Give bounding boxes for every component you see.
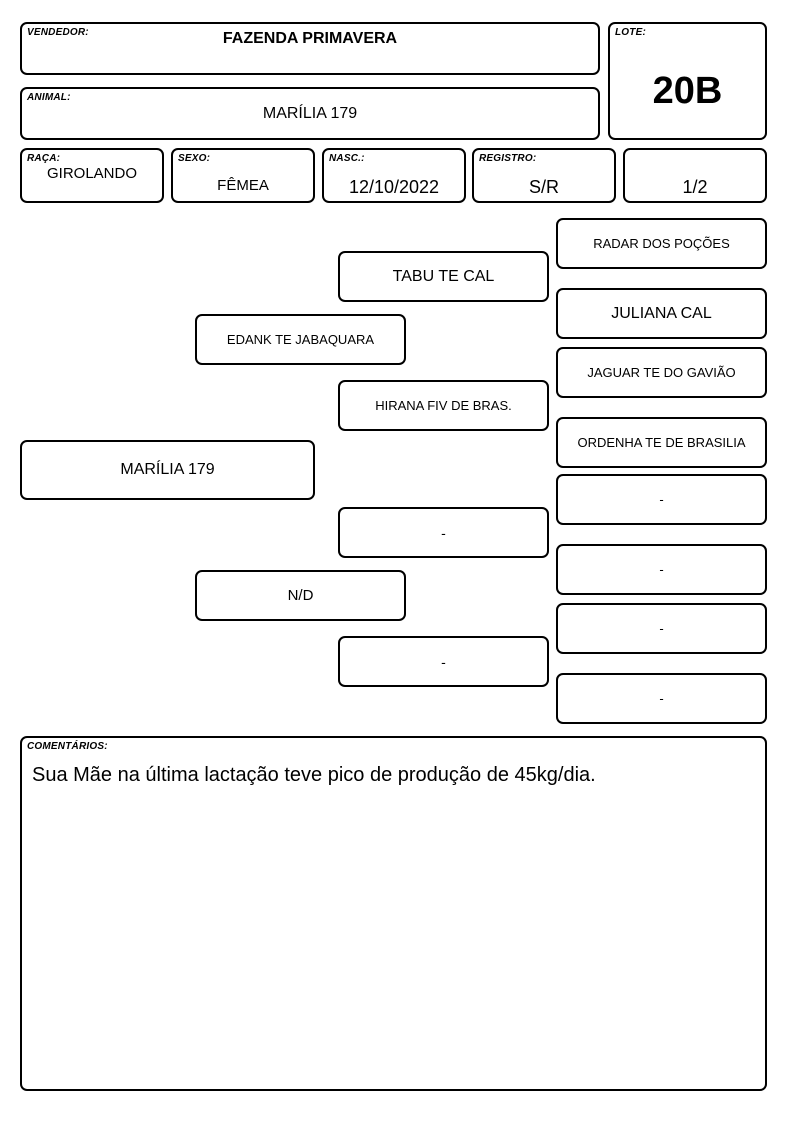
lote-label: LOTE: bbox=[615, 27, 646, 38]
pedigree-bisavo-name: ORDENHA TE DE BRASILIA bbox=[577, 435, 746, 450]
pedigree-bisavo-8: - bbox=[556, 673, 767, 724]
pedigree-avo-paterna-name: HIRANA FIV DE BRAS. bbox=[375, 398, 512, 413]
pedigree-bisavo-name: JAGUAR TE DO GAVIÃO bbox=[587, 365, 736, 380]
registro-box: REGISTRO: S/R bbox=[472, 148, 616, 203]
vendedor-label: VENDEDOR: bbox=[27, 27, 89, 38]
pedigree-avo-materna: - bbox=[338, 636, 549, 687]
raca-box: RAÇA: GIROLANDO bbox=[20, 148, 164, 203]
pedigree-bisavo-name: - bbox=[659, 562, 664, 577]
raca-label: RAÇA: bbox=[27, 153, 61, 164]
sexo-box: SEXO: FÊMEA bbox=[171, 148, 315, 203]
pedigree-mae-name: N/D bbox=[287, 587, 314, 604]
raca-value: GIROLANDO bbox=[46, 165, 137, 182]
pedigree-pai-name: EDANK TE JABAQUARA bbox=[226, 332, 375, 347]
pedigree-avo-paterno-name: TABU TE CAL bbox=[392, 267, 495, 285]
nasc-value: 12/10/2022 bbox=[348, 177, 440, 197]
pedigree-bisavo-7: - bbox=[556, 603, 767, 654]
pedigree-bisavo-6: - bbox=[556, 544, 767, 595]
animal-box: ANIMAL: MARÍLIA 179 bbox=[20, 87, 600, 140]
sexo-label: SEXO: bbox=[178, 153, 211, 164]
lote-box: LOTE: 20B bbox=[608, 22, 767, 140]
lote-value: 20B bbox=[652, 70, 723, 112]
pedigree-avo-materno-name: - bbox=[441, 524, 446, 541]
animal-value: MARÍLIA 179 bbox=[262, 105, 358, 122]
pagina-value: 1/2 bbox=[682, 177, 708, 197]
vendedor-value: FAZENDA PRIMAVERA bbox=[222, 30, 398, 47]
vendedor-box: VENDEDOR: FAZENDA PRIMAVERA bbox=[20, 22, 600, 75]
pedigree-mae: N/D bbox=[195, 570, 406, 621]
pedigree-bisavo-name: - bbox=[659, 691, 664, 706]
pedigree-bisavo-4: ORDENHA TE DE BRASILIA bbox=[556, 417, 767, 468]
animal-label: ANIMAL: bbox=[27, 92, 71, 103]
pedigree-animal-name: MARÍLIA 179 bbox=[120, 461, 215, 478]
registro-value: S/R bbox=[528, 177, 559, 197]
pedigree-animal: MARÍLIA 179 bbox=[20, 440, 315, 500]
pedigree-bisavo-name: - bbox=[659, 621, 664, 636]
pedigree-avo-materna-name: - bbox=[441, 653, 446, 670]
comentarios-label: COMENTÁRIOS: bbox=[27, 741, 108, 752]
comentarios-box: COMENTÁRIOS: Sua Mãe na última lactação … bbox=[20, 736, 767, 1091]
comentarios-text: Sua Mãe na última lactação teve pico de … bbox=[32, 764, 596, 786]
sexo-value: FÊMEA bbox=[217, 177, 269, 194]
pedigree-bisavo-name: - bbox=[659, 492, 664, 507]
pedigree-avo-materno: - bbox=[338, 507, 549, 558]
pedigree-bisavo-name: JULIANA CAL bbox=[611, 304, 712, 322]
pedigree-avo-paterno: TABU TE CAL bbox=[338, 251, 549, 302]
registro-label: REGISTRO: bbox=[479, 153, 537, 164]
pedigree-bisavo-2: JULIANA CAL bbox=[556, 288, 767, 339]
pedigree-bisavo-3: JAGUAR TE DO GAVIÃO bbox=[556, 347, 767, 398]
pedigree-bisavo-5: - bbox=[556, 474, 767, 525]
pagina-box: 1/2 bbox=[623, 148, 767, 203]
nasc-box: NASC.: 12/10/2022 bbox=[322, 148, 466, 203]
pedigree-pai: EDANK TE JABAQUARA bbox=[195, 314, 406, 365]
pedigree-bisavo-1: RADAR DOS POÇÕES bbox=[556, 218, 767, 269]
pedigree-bisavo-name: RADAR DOS POÇÕES bbox=[593, 236, 730, 251]
nasc-label: NASC.: bbox=[329, 153, 365, 164]
pedigree-avo-paterna: HIRANA FIV DE BRAS. bbox=[338, 380, 549, 431]
